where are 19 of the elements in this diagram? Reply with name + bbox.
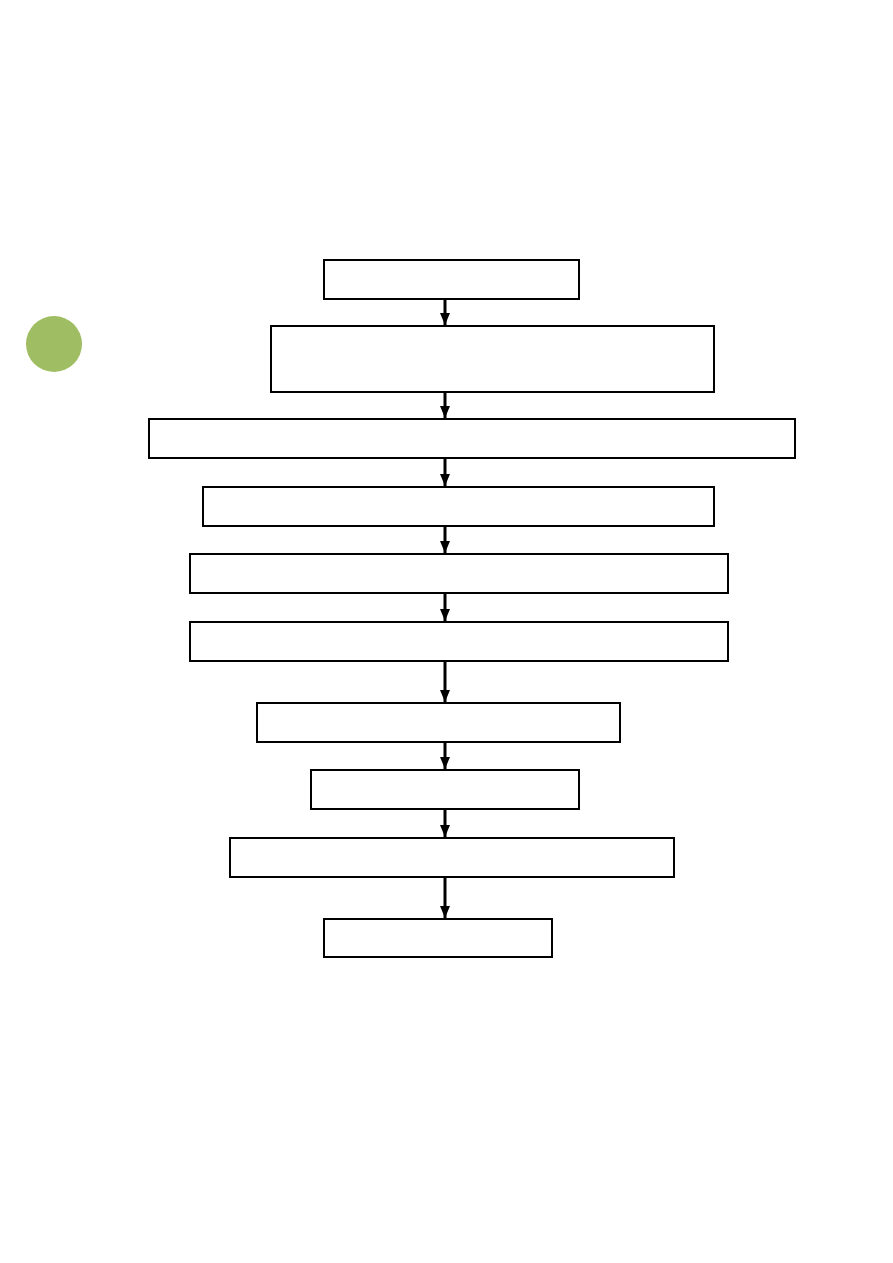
process-box (229, 837, 675, 878)
arrow (440, 594, 450, 621)
process-box (323, 918, 553, 958)
process-box (189, 553, 729, 594)
process-box (148, 418, 796, 459)
arrow (440, 743, 450, 769)
process-box (202, 486, 715, 527)
process-box (256, 702, 621, 743)
arrow (440, 527, 450, 553)
process-box (310, 769, 580, 810)
arrow (440, 810, 450, 837)
arrow (440, 300, 450, 325)
arrow (440, 393, 450, 418)
arrow (440, 662, 450, 702)
process-box (323, 259, 580, 300)
process-box (189, 621, 729, 662)
arrow (440, 878, 450, 918)
arrow (440, 459, 450, 486)
process-box (270, 325, 715, 393)
